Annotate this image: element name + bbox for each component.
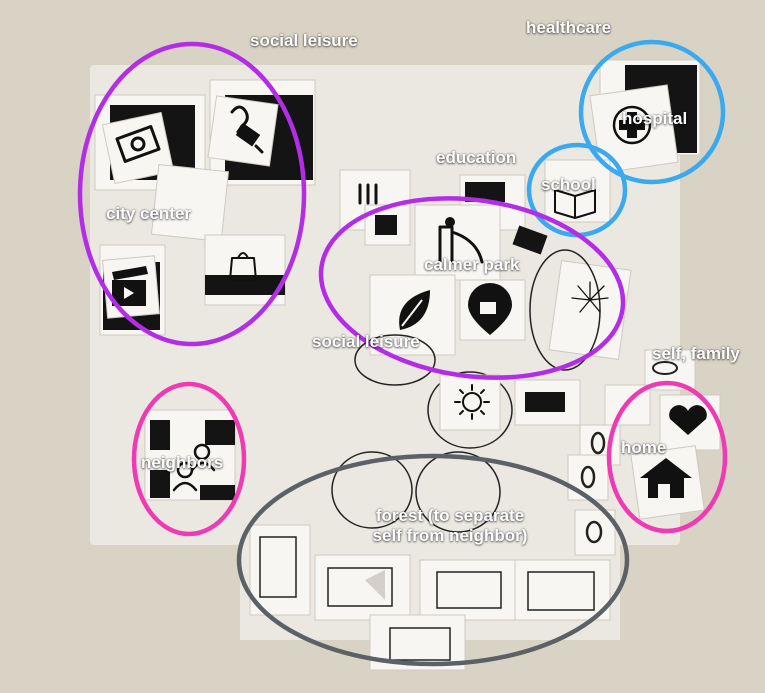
money-icon — [115, 125, 161, 163]
label-education: education — [436, 148, 517, 167]
label-city-center: city center — [106, 204, 192, 223]
shopping-bag-icon — [229, 252, 257, 281]
plug-icon — [230, 105, 264, 154]
label-forest-line2: self from neighbor) — [372, 526, 528, 545]
coffee-pin-icon — [468, 283, 512, 335]
clapperboard-icon — [112, 266, 148, 306]
sun-icon — [454, 384, 490, 420]
label-social-leisure-top: social leisure — [250, 31, 358, 50]
label-neighbors: neighbors — [141, 453, 224, 472]
medical-cross-icon — [612, 105, 652, 145]
label-healthcare: healthcare — [526, 18, 612, 37]
neighbors-ring — [131, 381, 247, 537]
leaf-icon — [399, 290, 430, 330]
label-calmer-park: calmer park — [424, 255, 520, 274]
utensils-icon — [358, 183, 378, 205]
heart-icon — [669, 405, 707, 435]
label-hospital: hospital — [622, 109, 688, 128]
calmer-park-ring — [318, 196, 626, 380]
label-self-family: self, family — [652, 344, 740, 363]
city-center-ring — [77, 41, 307, 347]
hospital-ring — [578, 39, 726, 185]
forest-ring — [236, 453, 630, 667]
fireworks-icon — [571, 281, 609, 313]
label-social-leisure-mid: social leisure — [312, 332, 420, 351]
label-forest-line1: forest (to separate — [375, 506, 525, 525]
label-home: home — [621, 438, 667, 457]
label-forest: forest (to separate self from neighbor) — [355, 506, 545, 546]
book-icon — [554, 189, 596, 219]
label-school: school — [541, 175, 596, 194]
people-icon — [172, 443, 216, 492]
home-ring — [606, 380, 728, 534]
house-icon — [640, 458, 692, 498]
slide-icon — [438, 217, 484, 264]
